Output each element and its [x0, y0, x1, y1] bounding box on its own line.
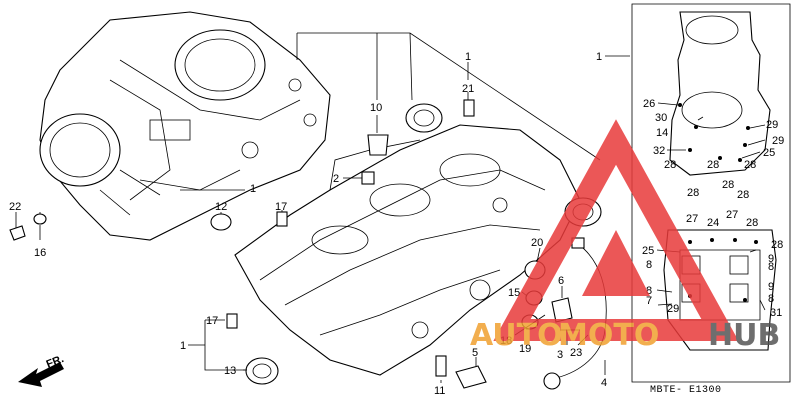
part-12-washer — [210, 213, 232, 231]
callout-2: 2 — [333, 173, 339, 185]
callout-1-top: 1 — [465, 51, 471, 63]
callout-15: 15 — [508, 287, 520, 299]
watermark: AUTO MOTO HUB — [470, 119, 780, 353]
callout-29-a: 29 — [766, 119, 778, 131]
part-22-bolt — [9, 225, 26, 241]
callout-25-a: 25 — [763, 147, 775, 159]
callout-4: 4 — [601, 377, 607, 389]
callout-6: 6 — [558, 275, 564, 287]
oil-seal — [405, 103, 443, 133]
callout-8-b: 8 — [646, 285, 652, 297]
callout-27-a: 27 — [686, 213, 698, 225]
watermark-inner-triangle-icon — [582, 230, 650, 296]
callout-28-a: 28 — [664, 159, 676, 171]
callout-28-f: 28 — [737, 189, 749, 201]
front-direction-indicator: FR. — [18, 353, 66, 387]
callout-8-d: 8 — [768, 293, 774, 305]
callout-28-d: 28 — [687, 187, 699, 199]
callout-13: 13 — [224, 365, 236, 377]
callout-8-a: 8 — [646, 259, 652, 271]
callout-28-e: 28 — [722, 179, 734, 191]
callout-28-h: 28 — [771, 239, 783, 251]
callout-1-bottom: 1 — [180, 340, 186, 352]
watermark-text-moto: MOTO — [558, 318, 659, 353]
callout-9-a: 9 — [768, 253, 774, 265]
part-6-switch — [551, 297, 573, 323]
callout-23: 23 — [570, 347, 582, 359]
callout-14: 14 — [656, 127, 668, 139]
part-17-dowel-b — [226, 313, 238, 329]
callout-labels: 1 1 1 1 2 3 4 5 6 7 8 8 8 8 9 9 10 11 12… — [9, 51, 784, 397]
callout-20: 20 — [531, 237, 543, 249]
callout-28-g: 28 — [746, 217, 758, 229]
callout-17-b: 17 — [206, 315, 218, 327]
callout-21: 21 — [462, 83, 474, 95]
part-21-dowel — [463, 99, 475, 117]
callout-3: 3 — [557, 349, 563, 361]
part-11-bolt — [435, 355, 447, 377]
callout-32: 32 — [653, 145, 665, 157]
callout-16: 16 — [34, 247, 46, 259]
front-arrow-icon — [18, 362, 64, 387]
diagram-code: MBTE- E1300 — [650, 385, 722, 396]
part-2-bolt — [361, 171, 375, 185]
callout-28-b: 28 — [707, 159, 719, 171]
callout-26: 26 — [643, 98, 655, 110]
upper-crankcase — [39, 11, 331, 241]
part-17-dowel-a — [276, 211, 288, 227]
watermark-text-hub: HUB — [708, 318, 780, 353]
callout-22: 22 — [9, 201, 21, 213]
part-5-sensor — [455, 365, 487, 389]
part-16-washer — [33, 213, 47, 225]
callout-28-c: 28 — [744, 159, 756, 171]
callout-25-b: 25 — [642, 245, 654, 257]
part-13-plug — [245, 357, 279, 385]
callout-17-a: 17 — [275, 201, 287, 213]
callout-10: 10 — [370, 102, 382, 114]
callout-24: 24 — [707, 217, 719, 229]
callout-11: 11 — [434, 385, 445, 397]
callout-30: 30 — [655, 112, 667, 124]
callout-8-c: 8 — [768, 261, 774, 273]
callout-5: 5 — [472, 347, 478, 359]
part-10-plug — [367, 134, 389, 156]
callout-29-c: 29 — [667, 303, 679, 315]
watermark-triangle-icon — [493, 119, 739, 341]
callout-1-left: 1 — [250, 183, 256, 195]
callout-29-b: 29 — [772, 135, 784, 147]
callout-27-b: 27 — [726, 209, 738, 221]
callout-1-right: 1 — [596, 51, 602, 63]
callout-19: 19 — [519, 343, 531, 355]
callout-9-b: 9 — [768, 281, 774, 293]
callout-7: 7 — [646, 295, 652, 307]
callout-31: 31 — [770, 307, 782, 319]
callout-12: 12 — [215, 201, 227, 213]
part-4-connector — [543, 372, 561, 390]
watermark-text-auto: AUTO — [470, 318, 563, 353]
